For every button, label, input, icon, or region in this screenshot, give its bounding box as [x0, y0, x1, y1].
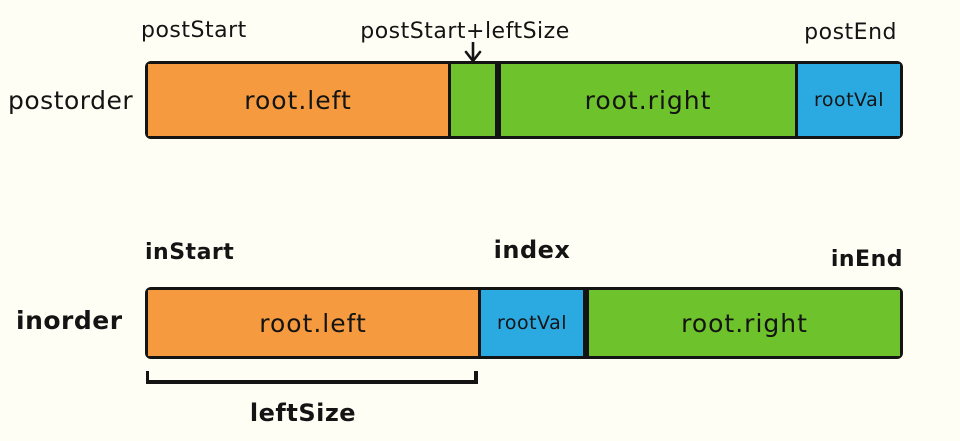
postorder-segment-root-right: root.right	[501, 64, 795, 136]
inorder-bar: root.left rootVal root.right	[145, 287, 903, 359]
inend-label: inEnd	[830, 247, 903, 272]
postorder-segment-root-val: rootVal	[798, 64, 900, 136]
down-arrow-icon	[464, 42, 482, 63]
leftsize-label: leftSize	[249, 399, 357, 427]
postend-label: postEnd	[804, 20, 897, 45]
poststart-plus-leftsize-label: postStart+leftSize	[360, 19, 570, 44]
postorder-row-title: postorder	[8, 86, 134, 115]
poststart-label: postStart	[141, 18, 247, 43]
inorder-segment-root-val: rootVal	[481, 290, 583, 356]
instart-label: inStart	[145, 240, 235, 265]
inorder-segment-root-left: root.left	[148, 290, 478, 356]
postorder-segment-root-left: root.left	[148, 64, 448, 136]
inorder-row-title: inorder	[16, 306, 123, 335]
leftsize-bracket	[146, 371, 478, 384]
postorder-bar: root.left root.right rootVal	[145, 61, 903, 139]
index-label: index	[493, 236, 571, 264]
inorder-segment-root-right: root.right	[589, 290, 900, 356]
postorder-segment-leftsize-gap	[451, 64, 495, 136]
